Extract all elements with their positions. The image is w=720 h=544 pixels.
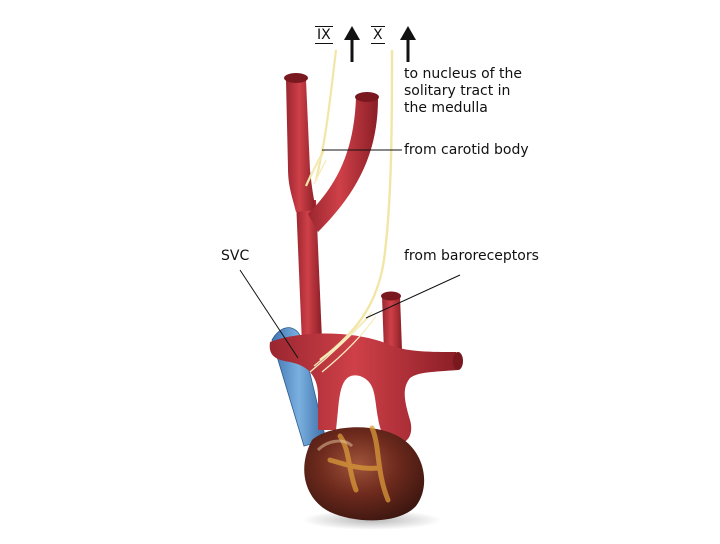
label-nerve-ix: IX	[315, 26, 333, 44]
internal-carotid-artery	[286, 80, 316, 212]
label-carotid-body: from carotid body	[404, 142, 529, 159]
label-nerve-x: X	[371, 26, 385, 44]
ix-arrow-icon	[344, 26, 360, 62]
aorta-right-opening	[453, 352, 463, 370]
label-solitary-tract: to nucleus of the solitary tract in the …	[404, 66, 522, 117]
label-svc: SVC	[221, 248, 249, 265]
x-arrow-icon	[400, 26, 416, 62]
svc-leader	[240, 270, 298, 358]
glossopharyngeal-nerve	[306, 50, 336, 186]
external-carotid-opening	[355, 92, 379, 102]
heart	[304, 427, 424, 520]
label-baroreceptors: from baroreceptors	[404, 248, 539, 265]
subclavian-opening	[381, 292, 401, 301]
internal-carotid-opening	[284, 73, 308, 83]
